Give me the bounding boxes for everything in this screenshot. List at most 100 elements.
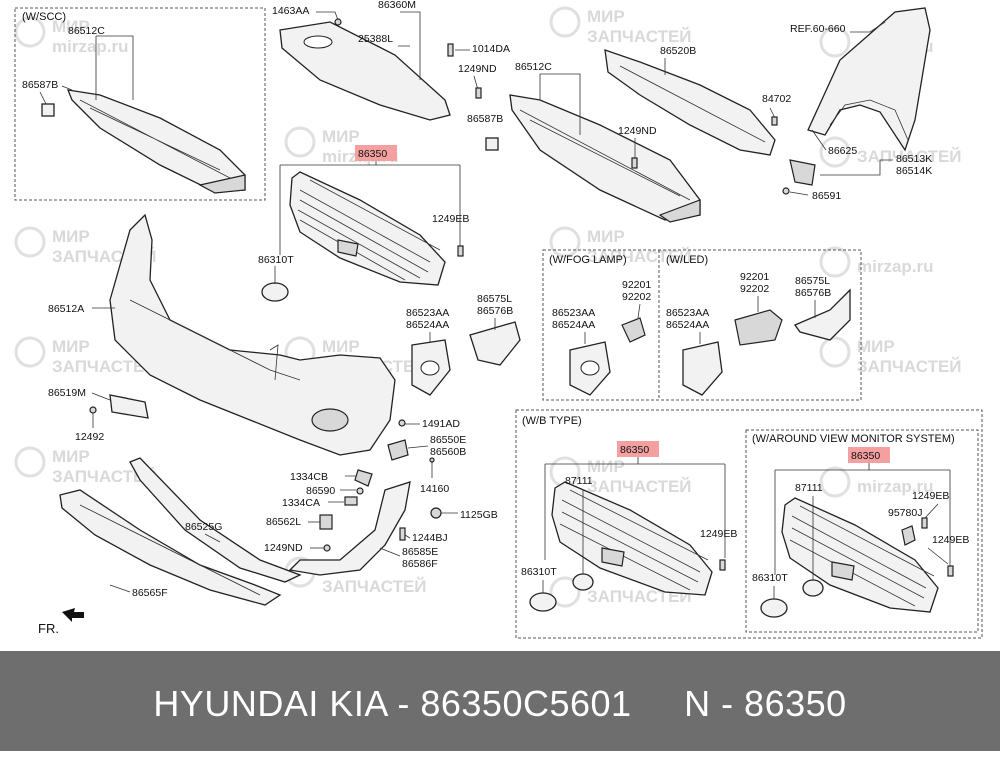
upper-cover bbox=[279, 21, 451, 121]
part-label: 86562L bbox=[266, 516, 301, 528]
part-label: 86512C bbox=[515, 61, 552, 73]
part-label: 86560B bbox=[430, 446, 466, 458]
footer-banner: HYUNDAI KIA - 86350C5601 N - 86350 bbox=[0, 651, 1000, 751]
part-label: 86625 bbox=[828, 145, 857, 157]
part-number-caption: HYUNDAI KIA - 86350C5601 N - 86350 bbox=[153, 683, 847, 724]
part-label: 86587B bbox=[467, 113, 503, 125]
watermark-text: МИР bbox=[52, 337, 90, 356]
watermark-text: МИР bbox=[52, 227, 90, 246]
section-box-fog-led bbox=[542, 249, 862, 401]
part-label: 86523AA bbox=[552, 307, 595, 319]
section-label-b-type: (W/B TYPE) bbox=[522, 415, 582, 427]
scc-cover bbox=[41, 103, 55, 117]
skid-plate bbox=[59, 489, 282, 606]
part-label: 86525G bbox=[185, 521, 222, 533]
section-box-scc bbox=[14, 7, 266, 201]
watermark-text: МИР bbox=[587, 227, 625, 246]
part-label: 86519M bbox=[48, 387, 86, 399]
watermark-text: МИР bbox=[52, 17, 90, 36]
fender bbox=[807, 7, 931, 152]
part-label: 92202 bbox=[740, 283, 769, 295]
part-label: 86523AA bbox=[666, 307, 709, 319]
part-label: 95780J bbox=[888, 507, 922, 519]
watermark-text: mirzap.ru bbox=[52, 37, 129, 56]
part-label: 86565F bbox=[132, 587, 168, 599]
part-label: 1334CA bbox=[282, 497, 320, 509]
part-label: 86524AA bbox=[406, 319, 449, 331]
watermark-text: МИР bbox=[857, 337, 895, 356]
watermark-text: ЗАПЧАСТЕЙ bbox=[587, 247, 692, 266]
part-label: 1249EB bbox=[700, 528, 737, 540]
watermark-text: ЗАПЧАСТЕЙ bbox=[52, 467, 157, 486]
watermark-text: МИР bbox=[587, 7, 625, 26]
emblem bbox=[261, 282, 289, 302]
watermark-text: МИР bbox=[587, 457, 625, 476]
part-label: 86310T bbox=[258, 254, 294, 266]
section-box-b-type bbox=[515, 409, 983, 639]
radiator-grille-main bbox=[289, 171, 446, 286]
lower-strip bbox=[129, 457, 302, 583]
energy-absorber bbox=[604, 49, 776, 156]
part-label: 1125GB bbox=[460, 509, 498, 521]
part-label: 1249EB bbox=[932, 534, 969, 546]
highlight-86350-b bbox=[617, 441, 659, 457]
part-label: 86513K bbox=[896, 153, 932, 165]
part-label: 25388L bbox=[358, 33, 393, 45]
part-label: 84702 bbox=[762, 93, 791, 105]
fog-lamp bbox=[621, 317, 646, 343]
part-label: 86585E bbox=[402, 546, 438, 558]
part-label: 12492 bbox=[75, 431, 104, 443]
section-label-scc: (W/SCC) bbox=[22, 11, 66, 23]
parts-diagram: МИР mirzap.ru МИР ЗАПЧАСТЕЙ mirzap.ru МИ… bbox=[14, 0, 983, 639]
section-box-avm bbox=[745, 429, 979, 633]
part-label: 86586F bbox=[402, 558, 438, 570]
side-bracket bbox=[387, 439, 409, 461]
part-label: 86524AA bbox=[552, 319, 595, 331]
watermark-text: МИР bbox=[52, 447, 90, 466]
front-arrow-icon bbox=[62, 608, 84, 622]
part-label: 86360M bbox=[378, 0, 416, 11]
watermark-text: mirzap.ru bbox=[857, 477, 934, 496]
part-label: 86512C bbox=[68, 25, 105, 37]
part-label-highlighted: 86350 bbox=[851, 450, 880, 462]
part-label: 1249EB bbox=[912, 490, 949, 502]
part-label: 86550E bbox=[430, 434, 466, 446]
part-label: 92202 bbox=[622, 291, 651, 303]
watermark-text: ЗАПЧАСТЕЙ bbox=[857, 357, 962, 376]
section-label-fog-lamp: (W/FOG LAMP) bbox=[549, 254, 627, 266]
part-label: 1249EB bbox=[432, 213, 469, 225]
watermark-text: mirzap.ru bbox=[857, 257, 934, 276]
watermark-text: ЗАПЧАСТЕЙ bbox=[52, 357, 157, 376]
watermark-text: ЗАПЧАСТЕЙ bbox=[322, 577, 427, 596]
lower-side-trim bbox=[288, 481, 411, 576]
scc-lower-grille bbox=[66, 89, 246, 194]
part-label: 1334CB bbox=[290, 471, 328, 483]
section-label-led: (W/LED) bbox=[666, 254, 708, 266]
part-label: 86514K bbox=[896, 165, 932, 177]
radiator-grille-b-type bbox=[551, 481, 713, 596]
emblem-b bbox=[529, 592, 557, 612]
part-label: 1463AA bbox=[272, 5, 309, 17]
part-label: 86512A bbox=[48, 303, 84, 315]
part-label: 86576B bbox=[477, 305, 513, 317]
part-label: 86310T bbox=[752, 572, 788, 584]
watermark-text: МИР bbox=[322, 337, 360, 356]
part-label: 86575L bbox=[477, 293, 512, 305]
part-label: 86524AA bbox=[666, 319, 709, 331]
led-bracket bbox=[794, 288, 851, 341]
part-label: 86587B bbox=[22, 79, 58, 91]
part-label: 86523AA bbox=[406, 307, 449, 319]
bracket bbox=[789, 159, 816, 186]
part-label: 86576B bbox=[795, 287, 831, 299]
watermark-text: ЗАПЧАСТЕЙ bbox=[857, 147, 962, 166]
camera bbox=[901, 525, 916, 546]
part-label: 86591 bbox=[812, 190, 841, 202]
watermark-text: МИР bbox=[322, 127, 360, 146]
radiator-grille-avm bbox=[781, 497, 939, 613]
part-label: 1249ND bbox=[618, 125, 657, 137]
part-label: 92201 bbox=[622, 279, 651, 291]
section-label-avm: (W/AROUND VIEW MONITOR SYSTEM) bbox=[752, 433, 955, 445]
highlight-86350-main bbox=[355, 145, 397, 161]
part-label-highlighted: 86350 bbox=[620, 444, 649, 456]
front-bumper bbox=[109, 213, 396, 456]
